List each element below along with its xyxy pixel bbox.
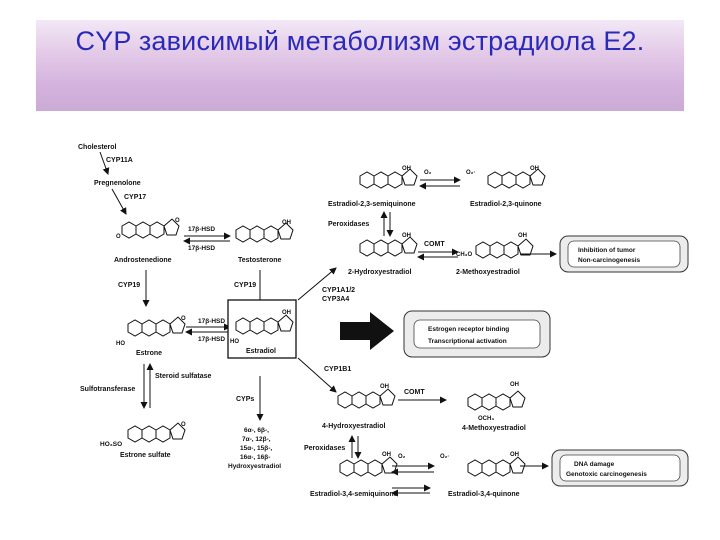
androstenedione-label: Androstenedione — [114, 257, 172, 264]
hydroxy-2-structure — [359, 236, 418, 257]
tumor-outcome-line1: Inhibition of tumor — [578, 247, 636, 254]
estradiol-label: Estradiol — [246, 348, 276, 355]
big-arrow — [340, 312, 394, 350]
hsd-mid-2: 17β-HSD — [198, 336, 225, 343]
ho-label-estrone: HO — [116, 341, 125, 347]
cyp11a-label: CYP11A — [106, 157, 133, 164]
estrone-label: Estrone — [136, 350, 162, 357]
hydroxy-list-1: 7α-, 12β-, — [242, 436, 271, 443]
cyp1b1-label: CYP1B1 — [324, 366, 351, 373]
pregnenolone-label: Pregnenolone — [94, 180, 141, 187]
arrow-pregnenolone — [111, 188, 127, 215]
hydroxy-4-label: 4-Hydroxyestradiol — [322, 423, 385, 430]
peroxidases-bottom-label: Peroxidases — [304, 445, 345, 452]
oh-label-testo: OH — [282, 220, 291, 226]
oh-label-sq23: OH — [402, 166, 411, 172]
o2-top-label: O₂ — [424, 170, 432, 176]
hydroxy-list-4: Hydroxyestradiol — [228, 463, 281, 470]
cyp17-label: CYP17 — [124, 194, 146, 201]
androstenedione-structure — [121, 218, 180, 239]
oh-label-h2: OH — [402, 233, 411, 239]
cyp3a4-label: CYP3A4 — [322, 296, 349, 303]
quinone-34-label: Estradiol-3,4-quinone — [448, 491, 520, 498]
peroxidases-top-label: Peroxidases — [328, 221, 369, 228]
arrow-cyp1b1 — [297, 357, 337, 393]
arrow-cyp1a1 — [297, 267, 337, 301]
methoxy-4-label: 4-Methoxyestradiol — [462, 425, 526, 432]
hydroxy-list-0: 6α-, 6β-, — [244, 427, 269, 434]
methoxy-2-structure — [475, 238, 534, 259]
hsd-top-1: 17β-HSD — [188, 226, 215, 233]
ho3so-label: HO₃SO — [100, 441, 122, 448]
estradiol-box — [227, 299, 297, 359]
oh-label-q34: OH — [510, 452, 519, 458]
cyp19-left-label: CYP19 — [118, 282, 140, 289]
semiquinone-23-label: Estradiol-2,3-semiquinone — [328, 201, 416, 208]
hsd-top-2: 17β-HSD — [188, 245, 215, 252]
cholesterol-label: Cholesterol — [78, 144, 117, 151]
oh-label-estradiol: OH — [282, 310, 291, 316]
quinone-34-structure — [467, 456, 526, 477]
methoxy-4-structure — [467, 390, 526, 411]
er-outcome-line1: Estrogen receptor binding — [428, 326, 509, 333]
title-banner: CYP зависимый метаболизм эстрадиола E2. — [36, 20, 684, 111]
o2-bottom-label: O₂ — [398, 454, 406, 460]
estrone-sulfate-structure — [127, 422, 186, 443]
er-outcome-line2: Transcriptional activation — [428, 338, 507, 345]
comt-bottom-label: COMT — [404, 389, 425, 396]
cyps-label: CYPs — [236, 396, 254, 403]
dna-outcome-line1: DNA damage — [574, 461, 615, 468]
oh-label-m2: OH — [518, 233, 527, 239]
cyp19-right-label: CYP19 — [234, 282, 256, 289]
steroid-sulfatase-label: Steroid sulfatase — [155, 373, 212, 380]
hydroxy-4-structure — [337, 388, 396, 409]
tumor-outcome-line2: Non-carcinogenesis — [578, 257, 641, 264]
hydroxy-list-3: 16α-, 16β- — [240, 454, 270, 461]
oh-label-sq34: OH — [382, 452, 391, 458]
sulfotransferase-label: Sulfotransferase — [80, 386, 135, 393]
comt-top-label: COMT — [424, 241, 445, 248]
o-label-andro-3: O — [116, 234, 121, 240]
hydroxy-list-2: 15α-, 15β-, — [240, 445, 272, 452]
ho-label-estradiol: HO — [230, 339, 239, 345]
estrone-structure — [127, 316, 186, 337]
semiquinone-34-label: Estradiol-3,4-semiquinone — [310, 491, 398, 498]
o-label-estrone: O — [181, 316, 186, 322]
quinone-23-label: Estradiol-2,3-quinone — [470, 201, 542, 208]
testosterone-label: Testosterone — [238, 257, 282, 264]
o2-radical-bottom-label: O₂· — [440, 454, 449, 460]
o-label-andro: O — [175, 218, 180, 224]
estrone-sulfate-label: Estrone sulfate — [120, 452, 171, 459]
semiquinone-34-structure — [339, 456, 398, 477]
arrow-cholesterol — [99, 151, 110, 175]
hsd-mid-1: 17β-HSD — [198, 318, 225, 325]
oh-label-h4: OH — [380, 384, 389, 390]
o-label-sulfate: O — [181, 422, 186, 428]
methoxy-2-label: 2-Methoxyestradiol — [456, 269, 520, 276]
page-title: CYP зависимый метаболизм эстрадиола E2. — [75, 26, 645, 56]
cyp1a1-label: CYP1A1/2 — [322, 287, 355, 294]
oh-label-m4: OH — [510, 382, 519, 388]
o2-radical-top-label: O₂· — [466, 170, 475, 176]
dna-outcome-line2: Genotoxic carcinogenesis — [566, 471, 647, 478]
oh-label-q23: OH — [530, 166, 539, 172]
ch3o-label: CH₃O — [456, 252, 472, 258]
och3-label: OCH₃ — [478, 416, 494, 422]
hydroxy-2-label: 2-Hydroxyestradiol — [348, 269, 411, 276]
